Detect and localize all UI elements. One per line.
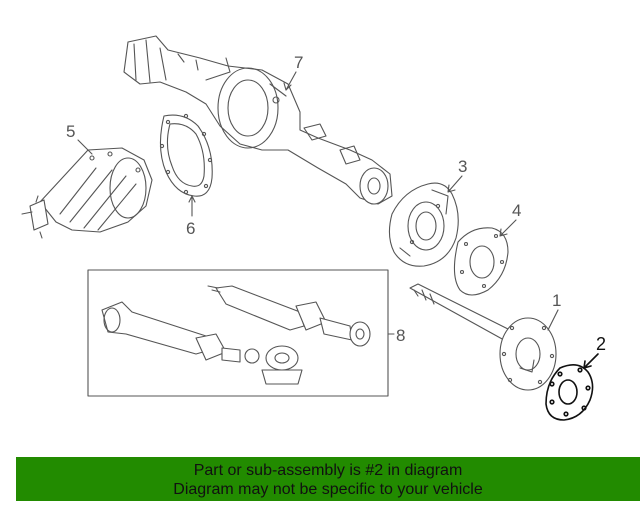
part-1-axle-shaft[interactable] bbox=[409, 283, 557, 391]
leader-6 bbox=[188, 195, 196, 217]
part-7-axle-housing[interactable] bbox=[123, 35, 393, 205]
part-8-frame bbox=[87, 269, 389, 397]
leader-4 bbox=[499, 219, 517, 237]
part-8-driveshaft[interactable] bbox=[101, 285, 371, 385]
part-3-backing-plate[interactable] bbox=[388, 182, 459, 267]
callout-4: 4 bbox=[512, 201, 521, 220]
callout-5: 5 bbox=[66, 122, 75, 141]
callout-3: 3 bbox=[458, 157, 467, 176]
callout-7: 7 bbox=[294, 53, 303, 72]
banner-line-2: Diagram may not be specific to your vehi… bbox=[173, 481, 483, 498]
leader-7 bbox=[285, 71, 297, 91]
callout-8: 8 bbox=[396, 326, 405, 345]
leader-2 bbox=[583, 353, 599, 369]
leader-7-arrow bbox=[283, 82, 292, 91]
part-5-differential-carrier[interactable] bbox=[21, 147, 153, 239]
part-6-gasket[interactable] bbox=[159, 113, 213, 197]
part-2-gasket[interactable] bbox=[545, 364, 594, 421]
callout-1: 1 bbox=[552, 291, 561, 310]
banner-line-1: Part or sub-assembly is #2 in diagram bbox=[193, 462, 463, 479]
callout-2: 2 bbox=[596, 334, 606, 354]
part-4-plate-gasket[interactable] bbox=[453, 227, 509, 296]
leader-5 bbox=[77, 139, 93, 155]
callout-6: 6 bbox=[186, 219, 195, 238]
leader-3 bbox=[447, 175, 463, 193]
info-banner: Part or sub-assembly is #2 in diagram Di… bbox=[16, 457, 640, 501]
leader-1 bbox=[547, 309, 559, 331]
